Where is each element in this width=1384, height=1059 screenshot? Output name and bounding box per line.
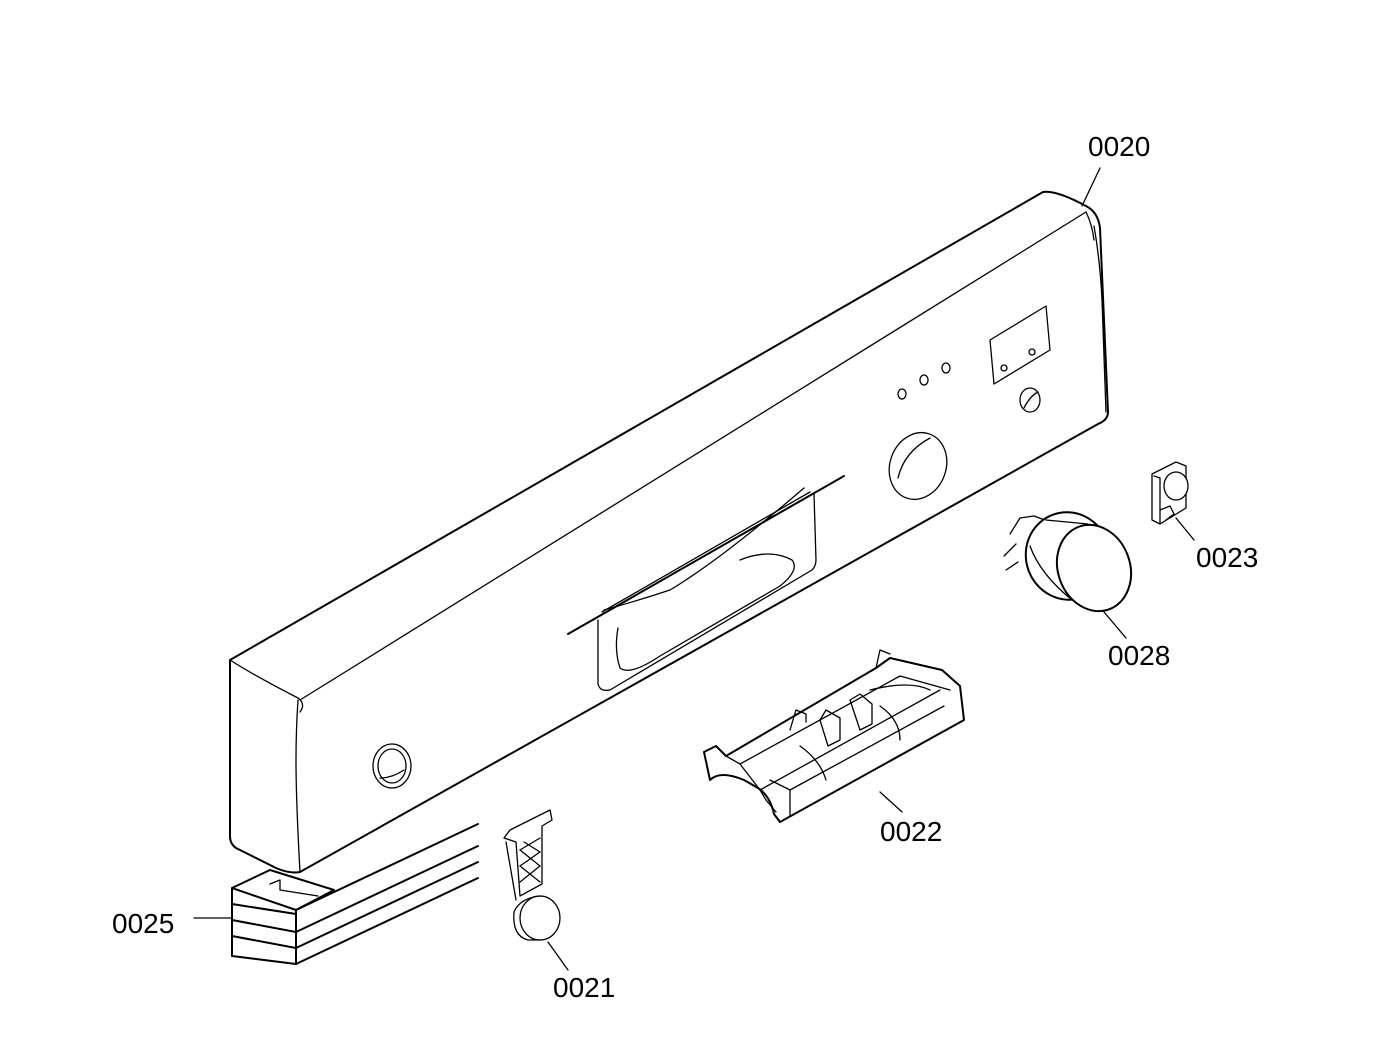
dispenser-tray-0022: [703, 649, 965, 823]
handle-recess: [567, 475, 845, 692]
leader-lines: [193, 167, 1195, 971]
part-label-0020: 0020: [1088, 131, 1151, 162]
part-label-0025: 0025: [112, 908, 175, 939]
part-label-0028: 0028: [1108, 640, 1171, 671]
button-hole: [1019, 387, 1041, 413]
control-panel-0020: [229, 190, 1109, 874]
display-window: [989, 305, 1051, 385]
indicator-holes: [897, 362, 951, 400]
part-label-0021: 0021: [553, 972, 616, 1003]
insulation-pads-0025: [231, 823, 479, 965]
part-label-0023: 0023: [1196, 542, 1259, 573]
round-knob-0028: [1003, 511, 1133, 613]
left-knob-hole: [372, 743, 412, 789]
part-label-0022: 0022: [880, 816, 943, 847]
programme-knob-hole: [888, 431, 948, 501]
switch-0023: [1151, 461, 1189, 525]
knob-bracket-0021: [503, 809, 561, 941]
